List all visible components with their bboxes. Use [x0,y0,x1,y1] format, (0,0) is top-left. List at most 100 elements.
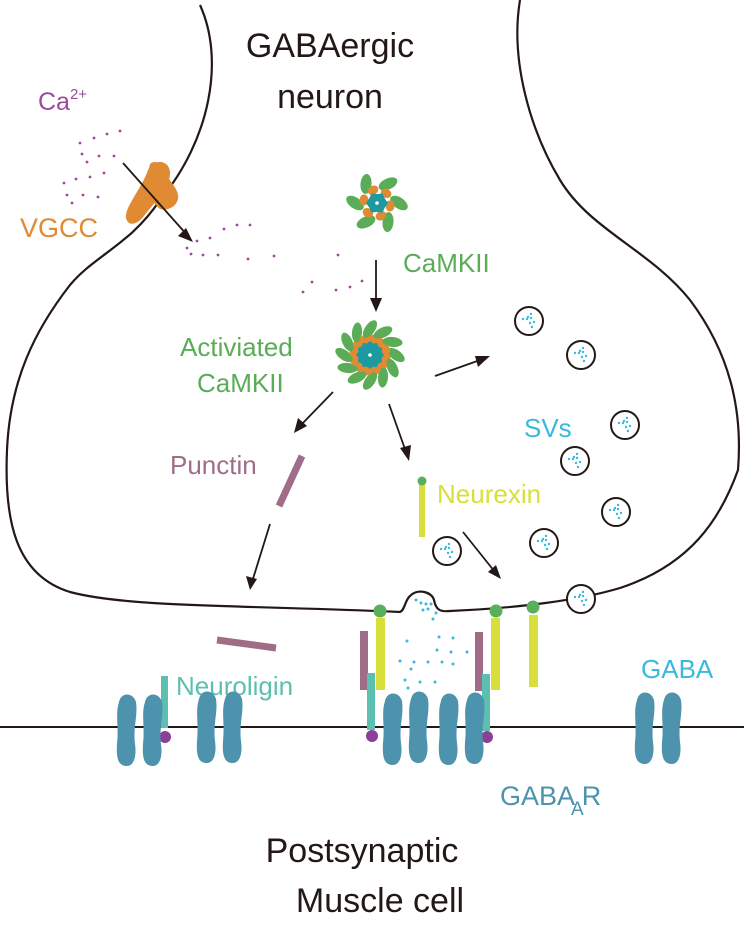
gaba-molecule [403,678,407,682]
gaba-molecule [409,667,413,671]
activated-camkii-complex [335,320,405,390]
gaba-molecule [421,608,425,612]
neurexin-membrane [526,600,540,687]
title-line2: neuron [277,78,383,116]
neurexin-protein-free [417,476,427,537]
receptor-subunit [634,692,655,764]
calcium-ions [62,129,364,294]
gaba-molecule [451,662,455,666]
calcium-ion [65,193,69,197]
neurexin-label: Neurexin [437,479,541,509]
synaptic-vesicle [514,306,544,336]
punctin-bar [360,631,368,690]
calcium-ion [88,175,92,179]
receptor-subunit [661,692,682,764]
calcium-ion [105,132,109,136]
neurexin-membrane [373,604,387,690]
receptor-subunit [464,692,485,764]
calcium-ion [216,253,220,257]
presynaptic-membrane [5,0,741,614]
gaba-molecule [426,660,430,664]
gaba-molecule [465,650,469,654]
vgcc-label: VGCC [20,213,98,243]
punctin-bar [475,632,483,691]
arrow-to-punctin [294,391,334,433]
receptor-subunit [222,691,243,763]
camkii-label: CaMKII [403,248,490,278]
calcium-ion [78,141,82,145]
gaba-molecule [435,648,439,652]
neuroligin [481,674,493,743]
arrow-punctin-to-membrane [246,523,271,590]
gaba-molecule [437,635,441,639]
calcium-ion [85,160,89,164]
calcium-ion [185,246,189,250]
receptor-subunit [116,694,137,766]
synaptic-vesicle [566,584,596,614]
calcium-ion [235,223,239,227]
gaba-molecule [418,680,422,684]
receptor-subunit [196,691,217,763]
calcium-ion [195,239,199,243]
calcium-ion [360,279,364,283]
gaba-molecule [431,617,435,621]
synaptic-vesicle [529,528,559,558]
synaptic-vesicle [432,536,462,566]
synaptic-vesicle [610,410,640,440]
vgcc-channel [125,161,179,224]
synaptic-vesicle [566,340,596,370]
calcium-ion [80,152,84,156]
calcium-ion [246,257,250,261]
calcium-ion [310,280,314,284]
gaba-molecule [398,659,402,663]
receptor-subunit [382,693,403,765]
calcium-ion [81,193,85,197]
calcium-ion [118,129,122,133]
activated-camkii-label-line1: Activiated [180,332,293,362]
receptor-subunit [438,693,459,765]
receptor-subunit [408,691,429,763]
calcium-ion [189,252,193,256]
synaptic-vesicles [432,306,640,614]
synaptic-vesicle [601,497,631,527]
calcium-ion [96,195,100,199]
punctin-label: Punctin [170,450,257,480]
gabaar-label: GABAAR [500,781,601,820]
gaba-molecules [398,598,469,690]
postsynaptic-title-line2: Muscle cell [296,882,464,920]
gaba-molecule [449,650,453,654]
punctin-protein-cleft [216,636,277,652]
calcium-label: Ca2+ [38,86,87,116]
calcium-ion [222,227,226,231]
gaba-molecule [451,636,455,640]
activated-camkii-label-line2: CaMKII [197,368,284,398]
calcium-ion [336,253,340,257]
calcium-ion [208,236,212,240]
calcium-ion [70,201,74,205]
calcium-influx-arrow [122,162,193,242]
calcium-ion [74,177,78,181]
punctin-protein [275,454,306,508]
calcium-ion [334,288,338,292]
gaba-label: GABA [641,654,714,684]
camkii-complex [346,173,408,233]
calcium-ion [62,181,66,185]
calcium-ion [97,154,101,158]
svs-label: SVs [524,413,572,443]
synaptic-vesicle [560,446,590,476]
arrow-to-neurexin [388,403,411,461]
calcium-ion [112,154,116,158]
neuroligin [366,673,378,742]
neuroligin [159,676,171,743]
gaba-molecule [440,660,444,664]
calcium-ion [201,253,205,257]
receptor-subunit [142,694,163,766]
gaba-molecule [434,611,438,615]
gaba-molecule [433,680,437,684]
gabaa-receptors [116,691,682,766]
activation-arrow [370,260,382,312]
title-line1: GABAergic [246,27,414,65]
gaba-molecule [426,607,430,611]
gaba-molecule [429,602,433,606]
